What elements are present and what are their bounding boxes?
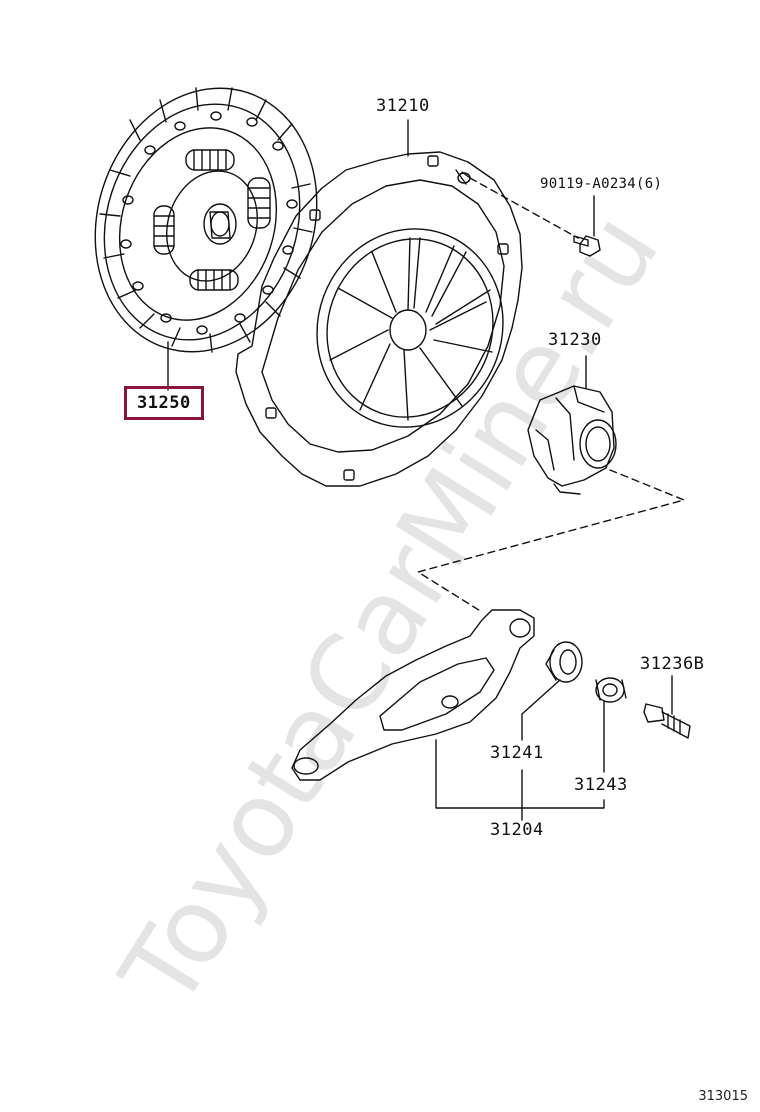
part-label-31236b[interactable]: 31236B: [640, 654, 705, 674]
part-label-31250[interactable]: 31250: [124, 386, 204, 420]
dashed-bolt-line: [469, 177, 579, 239]
bolt-90119[interactable]: [573, 235, 601, 257]
clutch-disc[interactable]: [62, 59, 350, 381]
part-label-90119[interactable]: 90119-A0234(6): [540, 176, 663, 192]
part-label-31243[interactable]: 31243: [574, 775, 628, 795]
release-fork[interactable]: [291, 609, 535, 781]
part-label-31230[interactable]: 31230: [548, 330, 602, 350]
boot[interactable]: [545, 641, 583, 683]
pivot-stud[interactable]: [643, 703, 691, 739]
part-label-31204[interactable]: 31204: [490, 820, 544, 840]
retainer[interactable]: [595, 677, 627, 703]
part-label-31210[interactable]: 31210: [376, 96, 430, 116]
bracket-31204: [435, 739, 605, 809]
figure-number: 313015: [698, 1089, 748, 1104]
clutch-cover[interactable]: [235, 151, 531, 487]
release-bearing[interactable]: [527, 385, 617, 495]
leader-31241: [521, 679, 561, 741]
part-label-31241[interactable]: 31241: [490, 743, 544, 763]
dashed-fork-line: [417, 469, 685, 613]
